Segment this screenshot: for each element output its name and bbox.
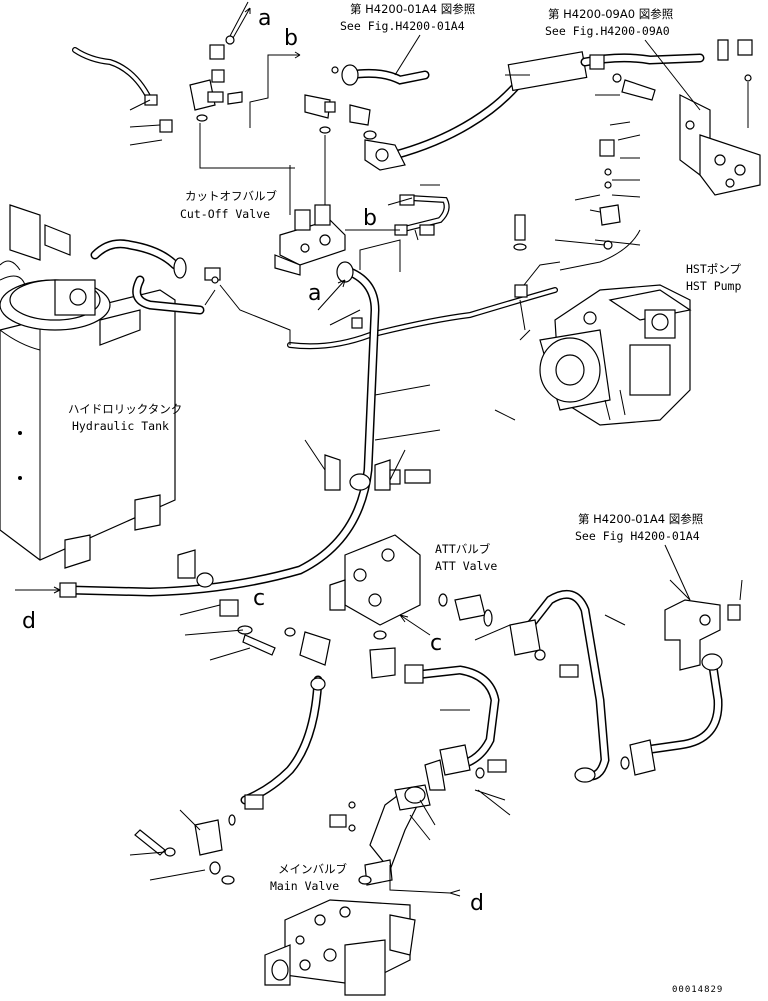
- ref-01a4-right-en: See Fig H4200-01A4: [575, 529, 700, 543]
- connector-c-left: c: [253, 586, 265, 611]
- connector-b-top: b: [284, 26, 298, 51]
- att-valve-label: ATTバルブ ATT Valve: [435, 542, 497, 573]
- connector-a-mid-label: a: [308, 281, 321, 306]
- hst-pump-jp: HSTポンプ: [686, 262, 741, 276]
- ref-09a0-en: See Fig.H4200-09A0: [545, 24, 670, 38]
- cut-off-valve-jp: カットオフバルブ: [185, 189, 277, 203]
- ref-01a4-right-jp: 第 H4200-01A4 図参照: [578, 512, 703, 526]
- hydraulic-tank-jp: ハイドロリックタンク: [68, 402, 182, 416]
- ref-01a4-top-jp: 第 H4200-01A4 図参照: [350, 2, 475, 16]
- hose-from-01a4-top: [341, 64, 430, 171]
- main-valve: [264, 899, 416, 996]
- ref-09a0: 第 H4200-09A0 図参照 See Fig.H4200-09A0: [545, 7, 701, 111]
- att-valve: [329, 534, 486, 679]
- connector-c-right: c: [399, 614, 442, 656]
- connector-a-top: a: [232, 6, 271, 39]
- main-valve-upper-fittings: [329, 784, 461, 897]
- hst-pump-label: HSTポンプ HST Pump: [686, 262, 741, 293]
- att-valve-en: ATT Valve: [435, 559, 497, 573]
- connector-d-left-label: d: [22, 609, 36, 634]
- hst-small-fittings: [513, 73, 656, 251]
- hydraulic-tank-label: ハイドロリックタンク Hydraulic Tank: [68, 402, 182, 433]
- pump-harness: [219, 261, 561, 350]
- connector-c-right-label: c: [430, 631, 442, 656]
- connector-d-bottom-label: d: [470, 891, 484, 916]
- cut-off-valve: [204, 204, 346, 284]
- connector-c-left-label: c: [253, 586, 265, 611]
- main-valve-label: メインバルブ Main Valve: [270, 862, 347, 893]
- cutoff-branch-hose: [345, 194, 450, 236]
- hst-pump-en: HST Pump: [686, 279, 741, 293]
- drawing-number: 00014829: [672, 985, 723, 995]
- main-valve-en: Main Valve: [270, 879, 339, 893]
- hydraulic-tank: [0, 204, 176, 569]
- suction-hose: [59, 239, 431, 598]
- cut-off-valve-en: Cut-Off Valve: [180, 207, 270, 221]
- connector-b-mid: b: [363, 206, 377, 231]
- connector-d-bottom: d: [470, 891, 484, 916]
- leader-lines: [204, 74, 641, 841]
- b-reference-lines: [249, 51, 301, 128]
- att-right-hose: [474, 589, 610, 783]
- cut-off-valve-label: カットオフバルブ Cut-Off Valve: [180, 189, 277, 221]
- ref-01a4-right: 第 H4200-01A4 図参照 See Fig H4200-01A4: [575, 512, 703, 601]
- connector-a-mid: a: [308, 279, 346, 311]
- tank-return-pipe: [90, 239, 205, 315]
- connector-a-top-label: a: [258, 6, 271, 31]
- hst-bracket: [679, 39, 761, 196]
- connector-b-top-label: b: [284, 26, 298, 51]
- att-valve-jp: ATTバルブ: [435, 542, 491, 556]
- fittings-center-top: [304, 66, 339, 205]
- connector-d-left: d: [15, 586, 61, 634]
- hst-pump: [539, 229, 692, 426]
- top-left-hose: [72, 47, 173, 146]
- att-to-main-valve-hose-left: [129, 675, 326, 885]
- ref-01a4-top: 第 H4200-01A4 図参照 See Fig.H4200-01A4: [340, 2, 475, 76]
- ref-01a4-top-en: See Fig.H4200-01A4: [340, 19, 465, 33]
- ref-09a0-jp: 第 H4200-09A0 図参照: [548, 7, 673, 21]
- fittings-c-left: [179, 599, 331, 666]
- fittings-top-center-left: [189, 1, 295, 215]
- right-bracket-hose: [620, 579, 743, 776]
- att-center-hose: [404, 664, 511, 816]
- main-valve-jp: メインバルブ: [278, 862, 347, 876]
- connector-b-mid-label: b: [363, 206, 377, 231]
- hose-to-09a0: [390, 51, 705, 160]
- hydraulic-tank-en: Hydraulic Tank: [72, 419, 169, 433]
